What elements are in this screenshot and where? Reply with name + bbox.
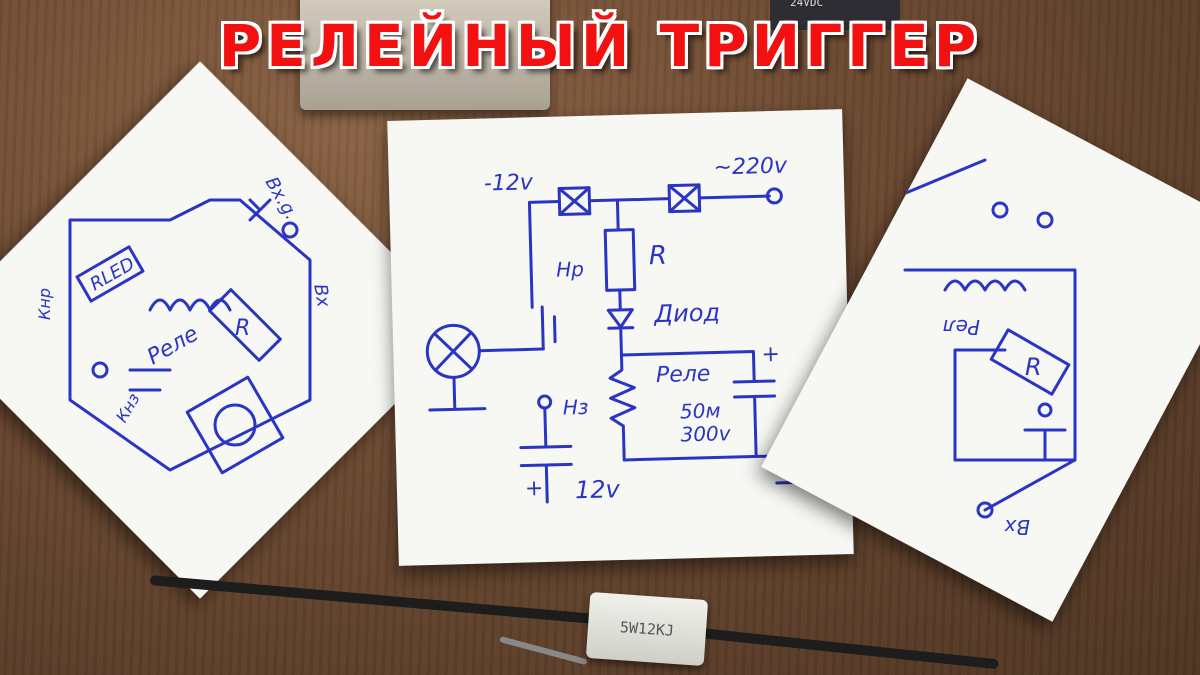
resistor-label: R [235,316,250,341]
battery-plus-label: + [525,476,544,501]
power-resistor: 5W12KJ [585,591,709,667]
relay-label: Реле [656,362,711,388]
battery-12v-label: 12v [575,475,621,504]
no-button-label: Кнр [35,288,54,320]
relay-marking: 24VDC [790,0,824,9]
resistor-label: R [648,241,667,271]
center-schematic-drawing: -12v ~220v Нр R Диод Реле + 50м 300v 0 Н… [425,154,829,504]
ac-220v-label: ~220v [713,154,788,181]
left-schematic-drawing: RLED Вх.g. Кнр Реле R Кнз Вх [35,173,334,475]
page-title: РЕЛЕЙНЫЙ ТРИГГЕР [218,12,982,80]
capacitance-label: 50м [680,398,721,423]
nc-contact-label: Нз [562,395,588,420]
no-contact-label: Нр [556,257,584,282]
input-label: Вх [1004,515,1030,539]
diode-label: Диод [653,298,720,328]
minus-12v-label: -12v [484,170,535,196]
input-label: Вх.g. [261,173,302,223]
voltage-rating-label: 300v [680,421,732,446]
nc-button-label: Кнз [112,390,144,426]
resistor-marking: 5W12KJ [619,618,675,640]
input-label-2: Вх [309,282,334,309]
center-schematic-sheet: -12v ~220v Нр R Диод Реле + 50м 300v 0 Н… [387,109,854,566]
relay-label: Реле [143,321,203,370]
relay-label: Рел [943,315,980,339]
relay-small-component: 24VDC [770,0,900,30]
capacitor-plus-label: + [761,342,780,367]
resistor-label: R [1025,353,1042,381]
relay-component [300,0,550,110]
left-schematic-sheet: RLED Вх.g. Кнр Реле R Кнз Вх [0,61,469,599]
